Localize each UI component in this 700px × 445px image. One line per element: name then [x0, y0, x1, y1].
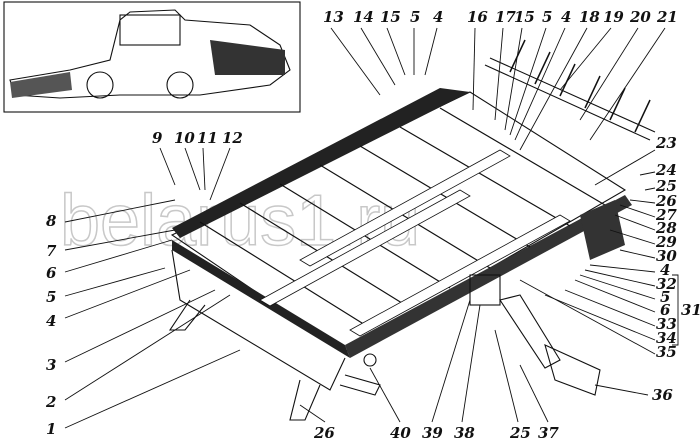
label: 35	[656, 343, 677, 361]
label: 21	[656, 8, 678, 26]
label: 26	[313, 424, 335, 442]
leader-lines	[64, 27, 679, 429]
label: 40	[390, 424, 411, 442]
label: 30	[656, 247, 677, 265]
label: 36	[652, 386, 673, 404]
label: 20	[629, 8, 651, 26]
label: 4	[561, 8, 571, 26]
group-label: 31	[681, 301, 700, 319]
label: 25	[655, 177, 677, 195]
label: 34	[656, 329, 677, 347]
header-assembly	[168, 39, 656, 421]
label: 5	[410, 8, 420, 26]
label: 23	[655, 134, 677, 152]
label: 9	[152, 129, 163, 147]
label: 13	[323, 8, 344, 26]
label: 18	[579, 8, 600, 26]
label: 25	[509, 424, 531, 442]
label: 15	[380, 8, 401, 26]
label: 24	[655, 161, 677, 179]
part-labels: 13 14 15 5 4 16 17 15 5 4 18 19 20 21 9 …	[45, 8, 700, 442]
label: 26	[655, 192, 677, 210]
combine-inset	[3, 1, 301, 113]
label: 1	[46, 420, 56, 438]
label: 5	[542, 8, 552, 26]
label: 2	[45, 393, 56, 411]
label: 6	[46, 264, 57, 282]
label: 28	[655, 219, 677, 237]
label: 15	[514, 8, 535, 26]
label: 14	[353, 8, 374, 26]
label: 4	[660, 261, 670, 279]
label: 11	[197, 129, 218, 147]
label: 32	[656, 275, 677, 293]
label: 38	[454, 424, 475, 442]
label: 27	[655, 206, 677, 224]
label: 5	[46, 288, 56, 306]
label: 7	[46, 242, 57, 260]
label: 3	[46, 356, 56, 374]
label: 4	[433, 8, 443, 26]
label: 4	[46, 312, 56, 330]
label: 10	[174, 129, 195, 147]
label: 39	[422, 424, 443, 442]
label: 29	[655, 233, 677, 251]
label: 6	[660, 301, 671, 319]
label: 19	[603, 8, 624, 26]
label: 8	[46, 212, 57, 230]
label: 17	[495, 8, 516, 26]
label: 16	[467, 8, 488, 26]
label: 5	[660, 288, 670, 306]
label: 37	[538, 424, 559, 442]
label: 33	[656, 315, 677, 333]
label: 12	[222, 129, 243, 147]
